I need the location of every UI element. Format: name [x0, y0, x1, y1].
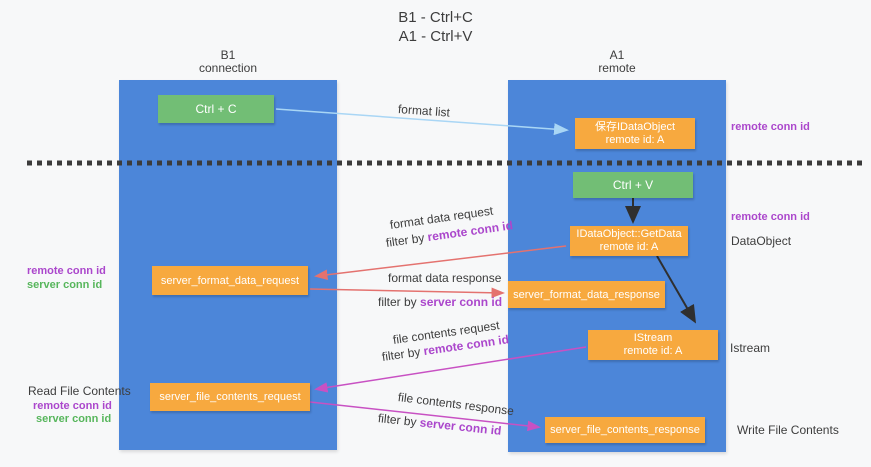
file-contents-request-arrow — [314, 346, 587, 393]
left-server-conn-id-label: server conn id — [27, 279, 103, 291]
getdata-line2: remote id: A — [599, 241, 659, 253]
left-remote-conn-id-label-2: remote conn id — [33, 400, 112, 412]
title-line-1: B1 - Ctrl+C — [398, 9, 473, 26]
left-read-file-contents-label: Read File Contents — [28, 384, 131, 398]
server-format-data-response-node: server_format_data_response — [508, 281, 665, 308]
server-file-contents-response-label: server_file_contents_response — [550, 424, 700, 436]
server-conn-id-highlight: server conn id — [420, 295, 503, 309]
left-conn-id-labels: remote conn id server conn id — [27, 264, 106, 292]
lane-header-a1: A1 remote — [508, 49, 726, 75]
ctrl-c-node: Ctrl + C — [158, 95, 274, 123]
left-remote-conn-id-label: remote conn id — [27, 265, 106, 277]
server-file-contents-request-label: server_file_contents_request — [159, 391, 301, 403]
right-remote-conn-id-mid-label: remote conn id — [731, 211, 810, 223]
ctrl-v-node: Ctrl + V — [573, 172, 693, 198]
format-list-arrow — [275, 108, 569, 136]
ctrl-c-label: Ctrl + C — [195, 102, 237, 116]
server-format-data-request-node: server_format_data_request — [152, 266, 308, 295]
istream-line1: IStream — [633, 332, 673, 344]
getdata-line1: IDataObject::GetData — [576, 228, 682, 240]
filter-by-text: filter by — [378, 295, 421, 309]
format-data-response-filter-label: filter by server conn id — [378, 295, 502, 309]
server-format-data-response-label: server_format_data_response — [513, 288, 660, 301]
right-istream-label: Istream — [730, 341, 771, 355]
server-file-contents-request-node: server_file_contents_request — [150, 383, 310, 411]
lane-header-b1: B1 connection — [119, 49, 337, 75]
title-line-2: A1 - Ctrl+V — [398, 28, 473, 45]
istream-line2: remote id: A — [623, 345, 683, 357]
lane-b1-name: B1 — [220, 48, 236, 62]
server-file-contents-response-node: server_file_contents_response — [545, 417, 705, 443]
lane-a1-name: A1 — [609, 48, 625, 62]
save-dataobject-line1: 保存IDataObject — [594, 120, 676, 133]
diagram-title: B1 - Ctrl+C A1 - Ctrl+V — [0, 8, 871, 46]
right-dataobject-label: DataObject — [731, 234, 792, 248]
server-format-data-request-label: server_format_data_request — [160, 274, 300, 287]
ctrl-v-label: Ctrl + V — [612, 178, 654, 192]
getdata-node: IDataObject::GetData remote id: A — [570, 226, 688, 256]
getdata-to-istream-arrow — [656, 255, 697, 324]
left-server-conn-id-label-2: server conn id — [36, 413, 112, 425]
lane-a1-role: remote — [598, 61, 636, 75]
format-data-request-arrow — [314, 245, 567, 280]
save-dataobject-node: 保存IDataObject remote id: A — [575, 118, 695, 149]
file-contents-response-arrow — [309, 401, 541, 432]
right-write-file-contents-label: Write File Contents — [737, 423, 839, 437]
save-dataobject-line2: remote id: A — [605, 133, 665, 146]
format-data-response-arrow — [309, 287, 505, 299]
right-remote-conn-id-top-label: remote conn id — [731, 121, 810, 133]
format-data-response-arrow-label: format data response — [388, 271, 502, 285]
istream-node: IStream remote id: A — [588, 330, 718, 360]
lane-b1-role: connection — [198, 61, 258, 75]
